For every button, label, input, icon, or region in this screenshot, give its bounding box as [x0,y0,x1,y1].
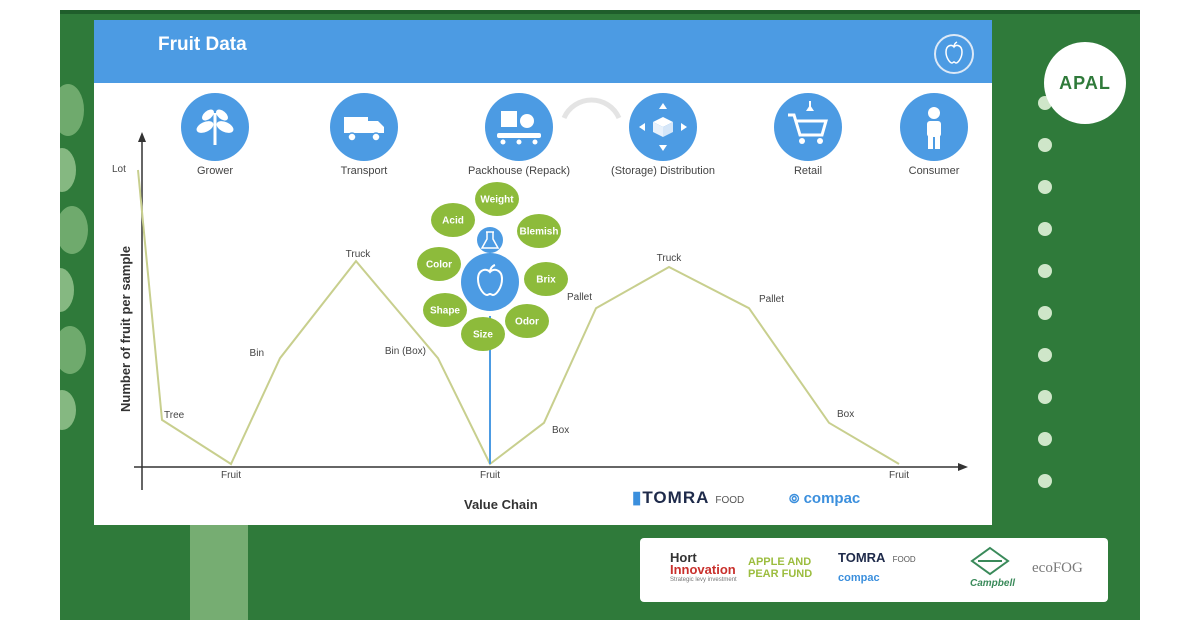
point-label: Fruit [480,470,500,481]
consumer-stage-icon [900,93,968,161]
y-top-label: Lot [112,164,126,175]
decor-dot [1038,264,1052,278]
seedling-icon [196,109,234,145]
ecofog-logo: ecoFOG [1032,560,1083,576]
food-text: FOOD [715,495,745,506]
top-border [60,10,1140,14]
attribute-bubble [517,214,561,248]
stage-label-distribution: (Storage) Distribution [611,165,715,177]
slide-header: Fruit Data [94,20,992,83]
point-label: Bin (Box) [385,346,426,357]
grower-stage-icon [181,93,249,161]
apple-icon [934,34,974,74]
hort-line-1: Hort [670,550,697,565]
decor-dot [1038,180,1052,194]
attribute-label: Color [426,260,452,271]
decor-dot [1038,390,1052,404]
tomra-sponsor-food: FOOD [892,555,916,564]
attribute-label: Odor [515,317,539,328]
apal-logo-text: APAL [1059,72,1111,93]
stage-label-grower: Grower [196,165,234,177]
person-icon [927,107,941,149]
point-label: Bin [250,348,264,359]
compac-sponsor-logo: compac [838,572,880,584]
hort-line-2: Innovation [670,562,736,577]
tomra-sponsor-text: TOMRA [838,550,885,565]
sponsor-strip: Hort Innovation Strategic levy investmen… [640,538,1108,602]
conveyor-icon [497,111,541,145]
point-label: Truck [346,249,372,260]
stage-label-consumer: Consumer [908,165,960,177]
point-label: Fruit [221,470,241,481]
point-label: Truck [657,253,683,264]
point-label: Pallet [759,294,784,305]
compac-logo: ⦾ compac [789,490,861,507]
stage-label-packhouse: Packhouse (Repack) [467,165,571,177]
decor-dot [1038,138,1052,152]
flask-icon-circle [477,227,503,253]
apple-pear-fund-logo: APPLE AND PEAR FUND [748,556,812,580]
apf-line-1: APPLE AND [748,556,812,568]
box-arrows-icon [639,103,687,151]
y-axis-arrow [138,132,146,142]
campbell-logo: Campbell [970,578,1016,589]
slide-title: Fruit Data [158,34,247,55]
decor-dot [1038,348,1052,362]
hort-innovation-logo: Hort Innovation Strategic levy investmen… [670,550,737,584]
attribute-label: Shape [430,306,460,317]
decor-dot [1038,222,1052,236]
apple-icon [476,268,504,297]
tomra-text: TOMRA [642,488,710,507]
point-label: Pallet [567,292,592,303]
value-chain-chart: Number of fruit per sample Value Chain T… [112,97,968,512]
apf-line-2: PEAR FUND [748,568,813,580]
tomra-sponsor-logo: TOMRA FOOD [838,550,916,565]
decor-dot [1038,474,1052,488]
compac-text: compac [803,490,861,507]
leaf-decoration [60,84,88,430]
attribute-label: Blemish [520,227,559,238]
point-label: Tree [164,410,185,421]
attribute-bubble [431,203,475,237]
attribute-label: Brix [536,275,556,286]
attribute-bubble [475,182,519,216]
apal-logo: APAL [1044,42,1126,124]
transport-stage-icon [330,93,398,161]
attribute-bubble [417,247,461,281]
hort-tagline: Strategic levy investment [670,577,737,583]
distribution-stage-icon [629,93,697,161]
attribute-label: Size [473,330,493,341]
apple-center-circle [461,253,519,311]
stage-label-retail: Retail [793,165,823,177]
x-axis-title: Value Chain [464,497,538,512]
cart-icon [788,101,828,144]
attribute-bubble [505,304,549,338]
point-label: Box [552,425,569,436]
tree-trunk-decoration [190,520,248,620]
loading-arc [561,97,622,120]
flask-icon [480,231,500,249]
packhouse-stage-icon [485,93,553,161]
attribute-bubble [461,317,505,351]
decor-dot [1038,306,1052,320]
attribute-bubble [423,293,467,327]
decor-dot [1038,432,1052,446]
slide-panel: Fruit Data [94,20,992,525]
point-label: Fruit [889,470,909,481]
attribute-label: Acid [442,216,464,227]
y-axis-title: Number of fruit per sample [118,246,133,412]
point-label: Box [837,409,854,420]
campbell-emblem-icon [970,546,1010,576]
stage-label-transport: Transport [340,165,388,177]
truck-icon [344,117,384,142]
attribute-bubble [524,262,568,296]
retail-stage-icon [774,93,842,161]
attribute-label: Weight [480,195,514,206]
x-axis-arrow [958,463,968,471]
